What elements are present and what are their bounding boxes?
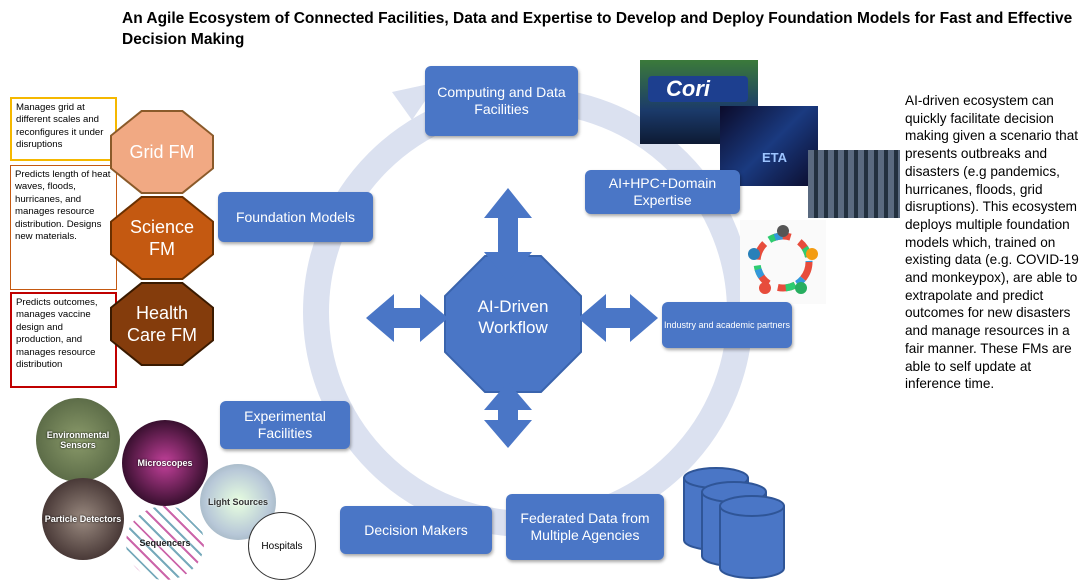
node-foundation-models: Foundation Models <box>218 192 373 242</box>
science-fm-label: Science FM <box>129 217 195 259</box>
supercomputer-photo-racks <box>808 150 900 218</box>
node-federated-data: Federated Data from Multiple Agencies <box>506 494 664 560</box>
hospitals-circle: Hospitals <box>248 512 316 580</box>
center-label: AI-Driven Workflow <box>477 297 549 337</box>
health-fm-octagon: Health Care FM <box>110 282 214 366</box>
side-description: AI-driven ecosystem can quickly facilita… <box>905 93 1079 392</box>
grid-fm-octagon: Grid FM <box>110 110 214 194</box>
double-arrows <box>366 188 658 448</box>
node-decision-makers: Decision Makers <box>340 506 492 554</box>
science-fm-octagon: Science FM <box>110 196 214 280</box>
node-industry-partners: Industry and academic partners <box>662 302 792 348</box>
center-octagon <box>444 255 582 393</box>
arrow-down <box>484 382 532 448</box>
sequencers-photo: Sequencers <box>126 506 204 580</box>
environmental-sensors-photo: Environmental Sensors <box>36 398 120 482</box>
arrow-up <box>484 188 532 282</box>
node-computing-facilities: Computing and Data Facilities <box>425 66 578 136</box>
grid-fm-label: Grid FM <box>129 142 195 162</box>
arrow-left <box>366 294 448 342</box>
particle-detectors-photo: Particle Detectors <box>42 478 124 560</box>
database-icon <box>683 467 785 579</box>
health-fm-description: Predicts outcomes, manages vaccine desig… <box>10 292 117 388</box>
science-fm-description: Predicts length of heat waves, floods, h… <box>10 165 117 290</box>
microscopes-photo: Microscopes <box>122 420 208 506</box>
node-experimental-facilities: Experimental Facilities <box>220 401 350 449</box>
cori-logo-text: Cori <box>666 76 710 101</box>
grid-fm-description: Manages grid at different scales and rec… <box>10 97 117 161</box>
page-title: An Agile Ecosystem of Connected Faciliti… <box>122 10 1073 48</box>
perlmutter-logo-text: ETA <box>762 150 788 165</box>
health-fm-label: Health Care FM <box>127 303 198 345</box>
node-ai-hpc-expertise: AI+HPC+Domain Expertise <box>585 170 740 214</box>
collaboration-icon <box>740 220 826 304</box>
arrow-right <box>578 294 658 342</box>
